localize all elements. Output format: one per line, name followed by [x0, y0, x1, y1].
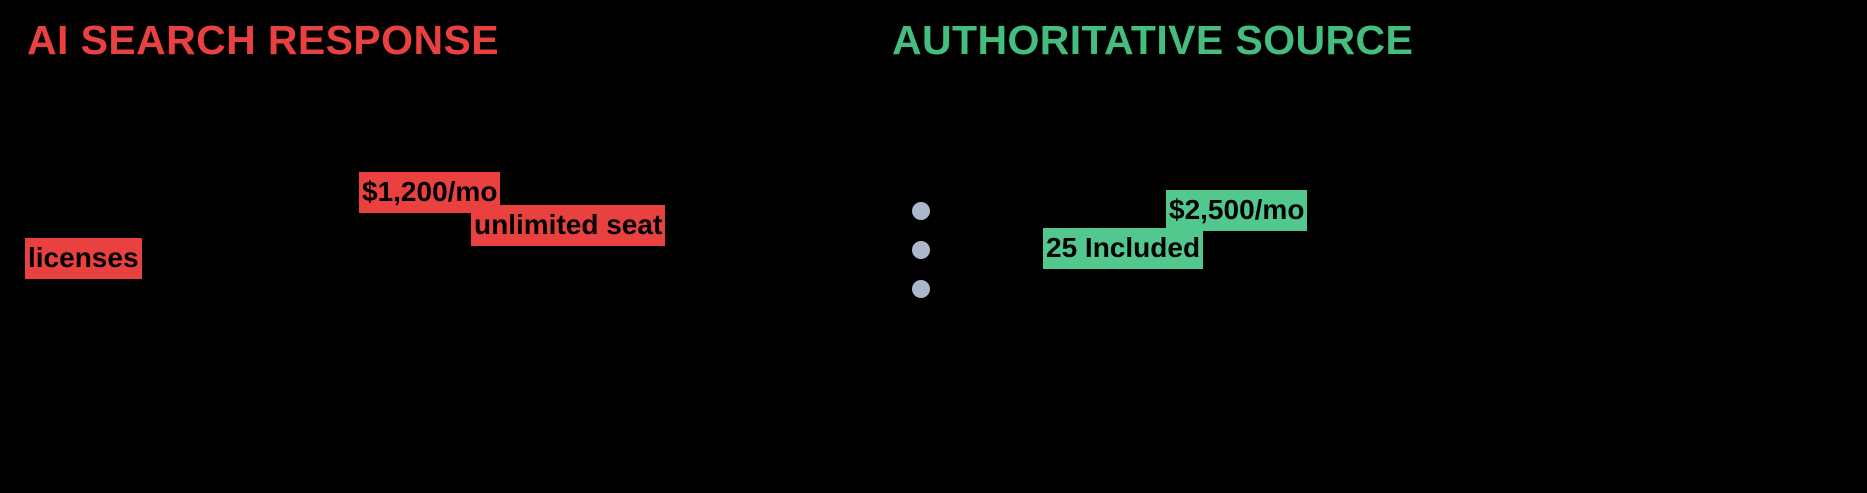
source-included-seats-highlight: 25 Included	[1043, 228, 1204, 269]
ai-seats-highlight: unlimited seat	[471, 205, 666, 246]
ai-licenses-highlight: licenses	[25, 238, 142, 279]
authoritative-source-panel: AUTHORITATIVE SOURCE $2,500/mo 25 Includ…	[880, 0, 1867, 493]
ai-search-response-heading: AI SEARCH RESPONSE	[27, 17, 499, 63]
bullet-dot-icon	[912, 202, 930, 220]
source-price-highlight: $2,500/mo	[1166, 190, 1308, 231]
bullet-dot-icon	[912, 241, 930, 259]
bullet-dot-icon	[912, 280, 930, 298]
authoritative-source-heading: AUTHORITATIVE SOURCE	[892, 17, 1414, 63]
ai-price-highlight: $1,200/mo	[359, 172, 501, 213]
ai-search-response-panel: AI SEARCH RESPONSE $1,200/mo unlimited s…	[0, 0, 880, 493]
